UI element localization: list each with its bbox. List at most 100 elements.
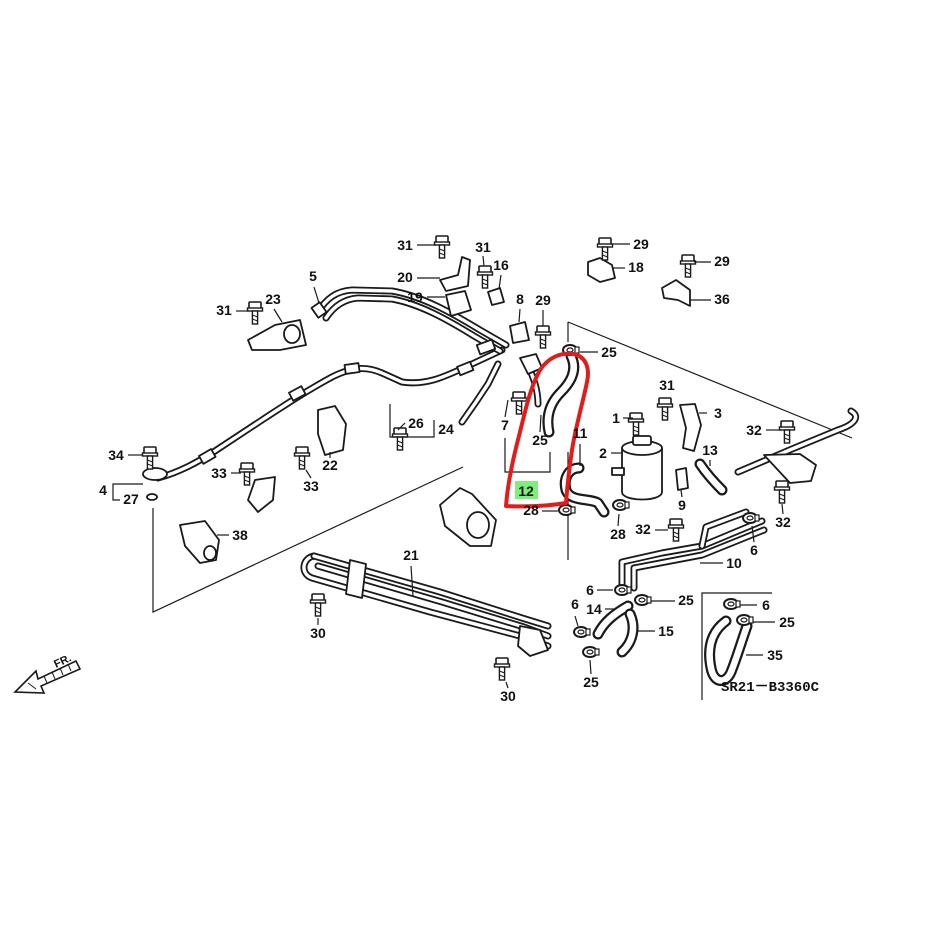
leader-line — [751, 525, 755, 543]
leader-line — [781, 503, 784, 515]
bracket-3 — [679, 403, 702, 452]
clamp-icon — [614, 584, 632, 596]
callout-31: 31 — [475, 239, 491, 255]
clip-16 — [487, 287, 505, 306]
bracket-line-4 — [112, 483, 143, 501]
bracket-36 — [661, 279, 691, 307]
callout-35: 35 — [767, 647, 783, 663]
bracket-20 — [439, 256, 471, 292]
callout-12: 12 — [518, 483, 534, 499]
callout-30: 30 — [310, 625, 326, 641]
callout-labels: 31 20 19 31 16 8 29 29 18 29 36 5 23 31 … — [99, 236, 795, 704]
callout-21: 21 — [403, 547, 419, 563]
leader-line — [589, 659, 592, 675]
highlight-label-bg — [515, 481, 538, 499]
clip-9 — [675, 467, 689, 491]
callout-15: 15 — [658, 623, 674, 639]
callout-8: 8 — [516, 291, 524, 307]
reservoir-2 — [611, 435, 663, 501]
callout-7: 7 — [501, 417, 509, 433]
callout-20: 20 — [397, 269, 413, 285]
clamp-icon — [558, 504, 576, 516]
parts — [141, 235, 817, 681]
callout-27: 27 — [123, 491, 139, 507]
leader-line — [574, 615, 579, 627]
callout-22: 22 — [322, 457, 338, 473]
callout-25: 25 — [532, 432, 548, 448]
callout-29: 29 — [535, 292, 551, 308]
callout-31: 31 — [216, 302, 232, 318]
leader-line — [305, 469, 312, 479]
clamp-icon — [573, 626, 591, 638]
callout-4: 4 — [99, 482, 107, 498]
reservoir-cap — [632, 435, 652, 446]
leader-line — [617, 513, 620, 527]
callout-3: 3 — [714, 405, 722, 421]
callout-26: 26 — [408, 415, 424, 431]
callout-2: 2 — [599, 445, 607, 461]
highlighted-callout-12: 12 — [515, 481, 538, 499]
callout-33: 33 — [211, 465, 227, 481]
callout-29: 29 — [714, 253, 730, 269]
callout-24: 24 — [438, 421, 454, 437]
clamp-icon — [723, 598, 741, 610]
clamp-icon — [634, 594, 652, 606]
washer-27 — [146, 493, 158, 501]
leader-line — [410, 565, 414, 597]
pipe-nut — [475, 338, 497, 356]
leader-line — [680, 489, 683, 498]
drawing-code: SR21－B3360C — [721, 680, 820, 696]
reference-line — [152, 466, 464, 613]
bracket-32 — [763, 453, 817, 484]
front-direction-arrow: FR. — [13, 652, 82, 694]
hose-fitting — [343, 362, 361, 375]
callout-25: 25 — [678, 592, 694, 608]
callout-38: 38 — [232, 527, 248, 543]
callout-6: 6 — [750, 542, 758, 558]
clamp-icon — [736, 614, 754, 626]
leader-line — [498, 274, 502, 290]
reference-line — [567, 321, 853, 439]
callout-10: 10 — [726, 555, 742, 571]
callout-5: 5 — [309, 268, 317, 284]
bracket-line-24 — [389, 404, 435, 438]
leader-line — [539, 414, 542, 433]
callout-16: 16 — [493, 257, 509, 273]
clip-8 — [509, 321, 530, 344]
arrow-hatching — [27, 663, 72, 690]
highlight-outline — [504, 351, 590, 509]
pipe-high-pressure-hose — [158, 350, 502, 478]
callout-6: 6 — [586, 582, 594, 598]
bracket-line-12 — [504, 438, 551, 473]
callout-29: 29 — [633, 236, 649, 252]
callout-25: 25 — [583, 674, 599, 690]
leader-line — [482, 255, 485, 267]
hose-35-detail-box — [701, 592, 772, 700]
bracket-19 — [445, 290, 472, 317]
callout-14: 14 — [586, 601, 602, 617]
pipe-5 — [310, 290, 506, 356]
callout-23: 23 — [265, 291, 281, 307]
leader-line — [397, 422, 406, 431]
leader-line — [273, 308, 283, 323]
bracket-18 — [587, 257, 616, 283]
mount-plate-34 — [142, 467, 168, 481]
cooler-bracket — [517, 625, 549, 657]
callout-9: 9 — [678, 497, 686, 513]
clamp-icon — [612, 499, 630, 511]
cooler-pipe-21 — [304, 556, 549, 657]
callout-6: 6 — [571, 596, 579, 612]
leader-line — [518, 308, 521, 323]
callout-31: 31 — [397, 237, 413, 253]
hose-fitting — [456, 360, 475, 377]
callout-32: 32 — [746, 422, 762, 438]
callout-34: 34 — [108, 447, 124, 463]
leader-lines — [112, 243, 784, 689]
clamp-icon — [742, 512, 760, 524]
hose-fitting — [198, 448, 217, 465]
mount-23-bushing — [283, 324, 301, 344]
callout-33: 33 — [303, 478, 319, 494]
callout-1: 1 — [612, 410, 620, 426]
callout-32: 32 — [635, 521, 651, 537]
pipe-nut — [310, 301, 328, 319]
